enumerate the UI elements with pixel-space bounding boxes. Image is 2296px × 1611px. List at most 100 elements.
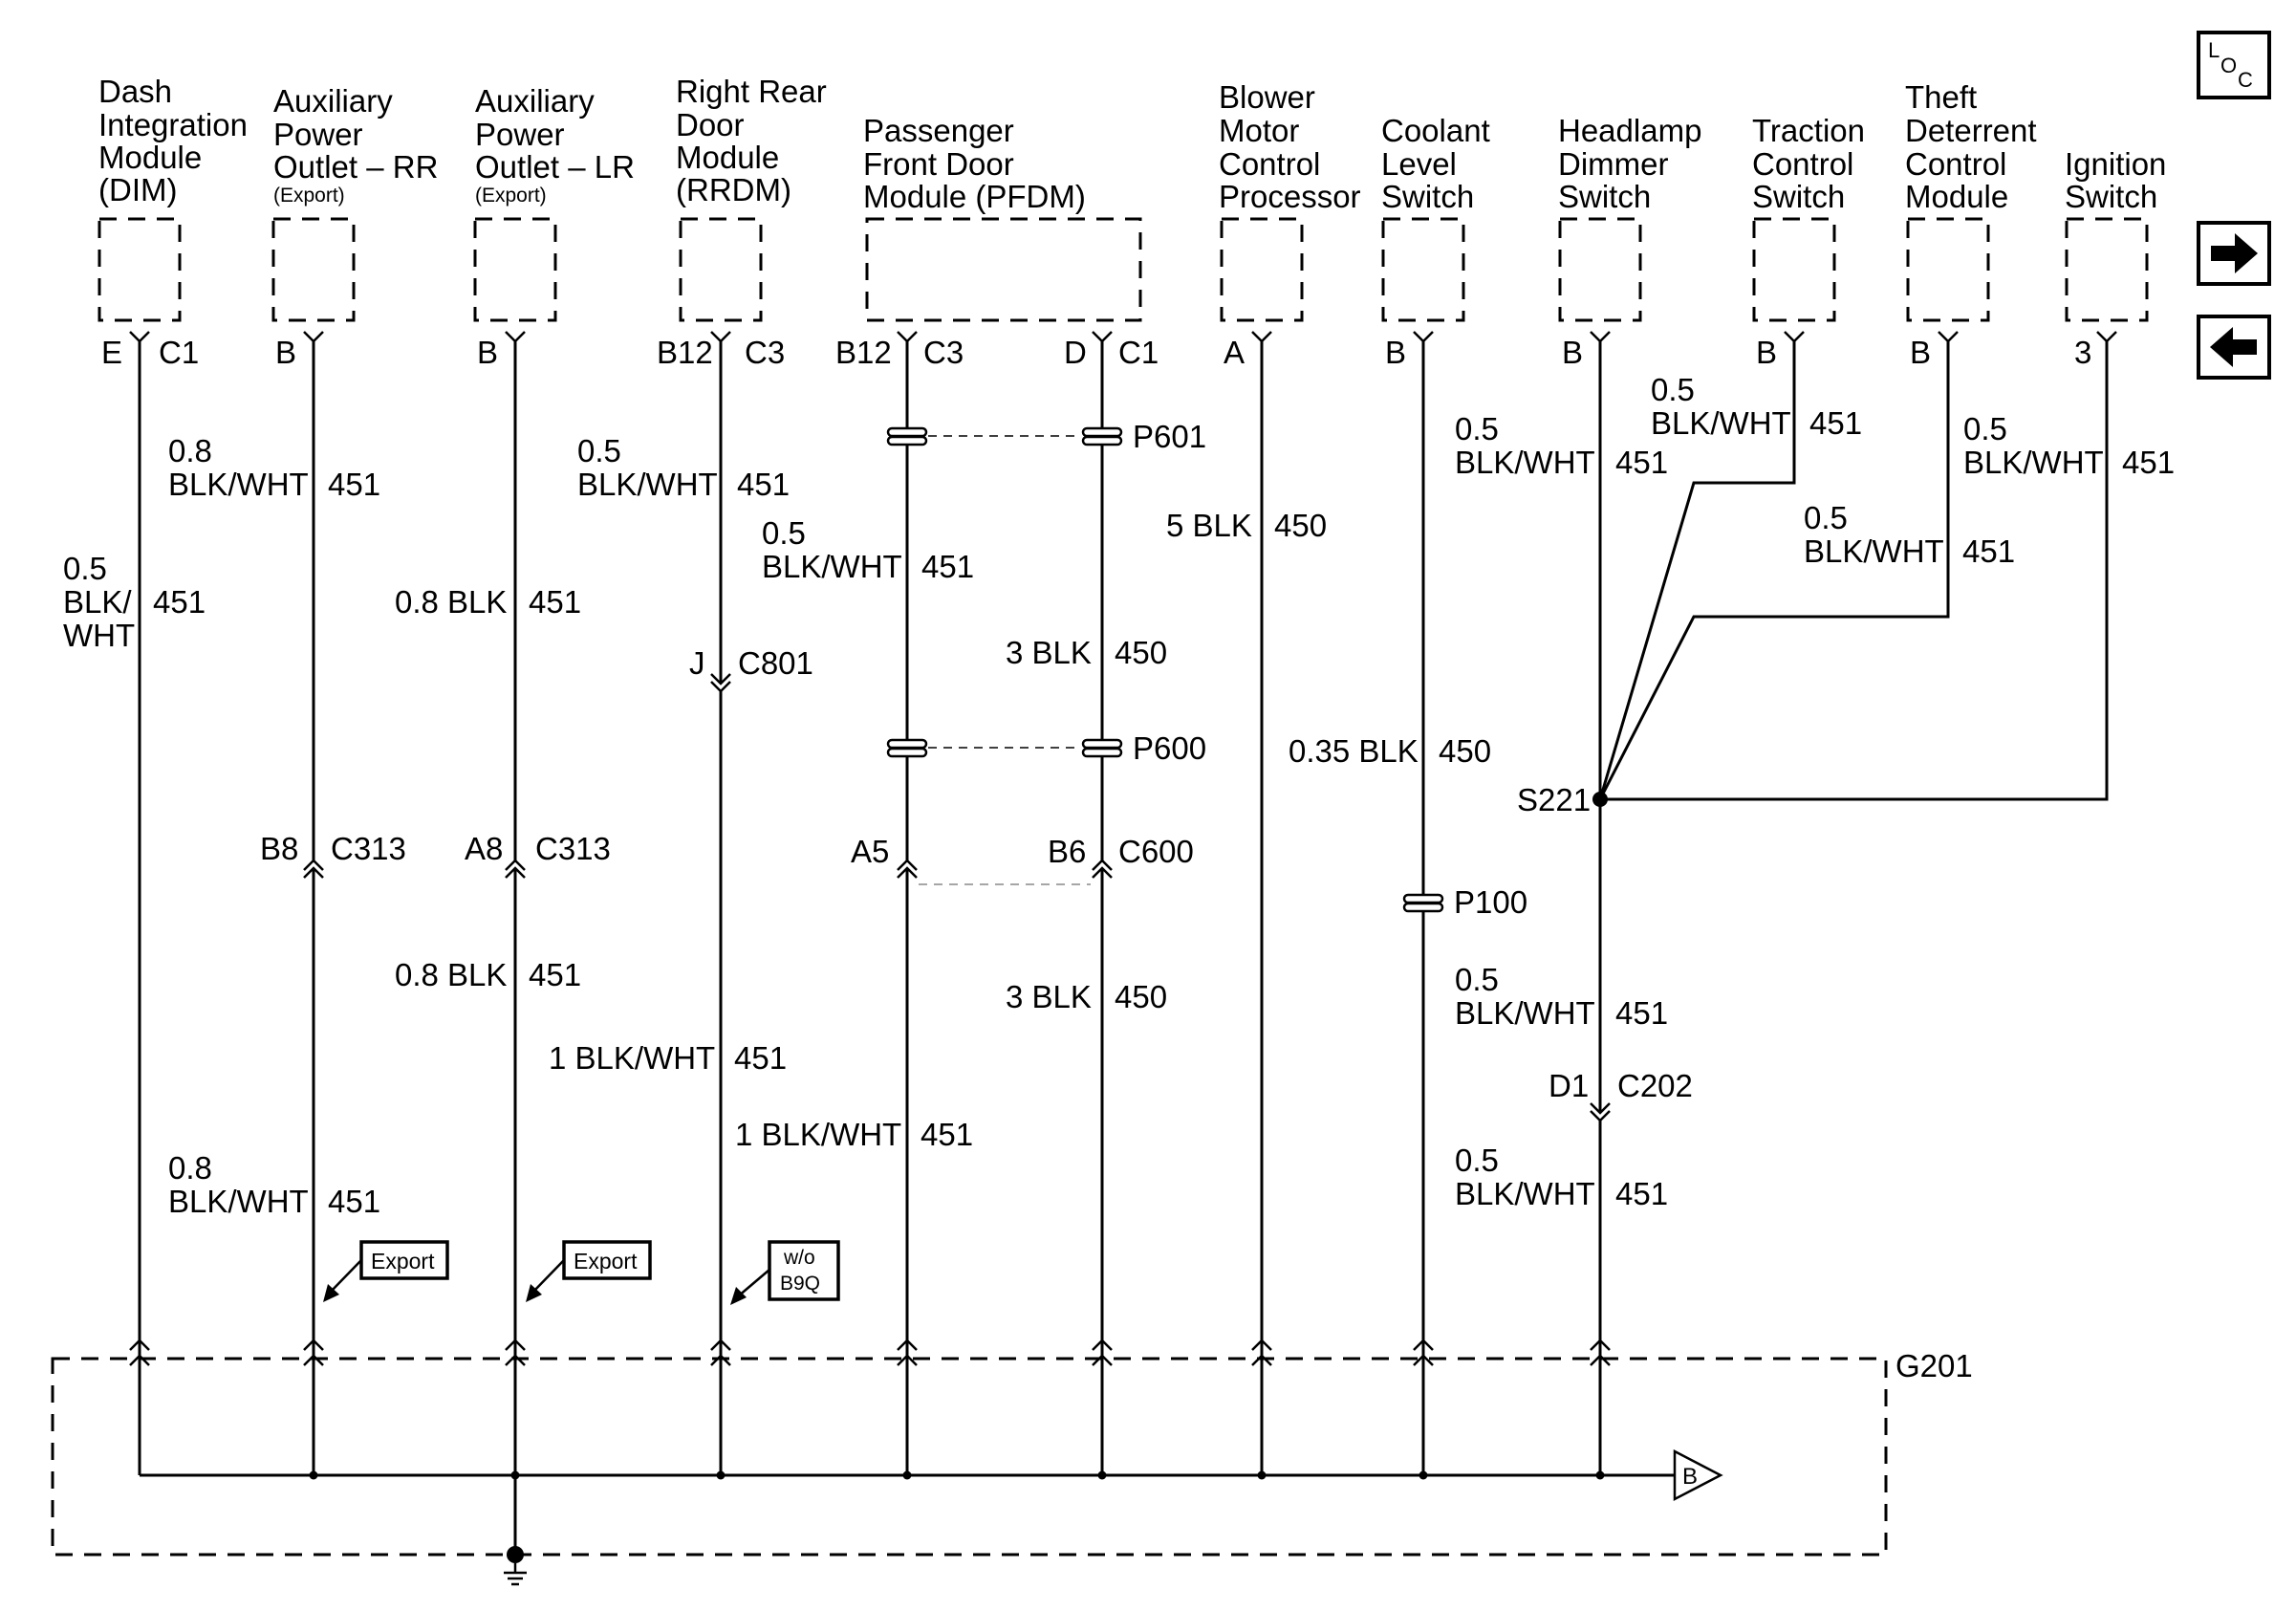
- option-export-rr[interactable]: Export: [323, 1240, 449, 1302]
- module-box-apo-rr[interactable]: [271, 217, 356, 322]
- module-box-apo-lr[interactable]: [473, 217, 557, 322]
- pin-label: B: [1385, 335, 1406, 370]
- connector-c313-lr[interactable]: [505, 859, 526, 879]
- module-box-theft[interactable]: [1906, 217, 1990, 322]
- module-label-line: Theft: [1905, 79, 1977, 115]
- offpage-connector-b[interactable]: B: [1673, 1448, 1723, 1502]
- option-label: Export: [574, 1249, 638, 1274]
- pin-symbol: [897, 331, 918, 343]
- module-label-line: Front Door: [863, 146, 1014, 182]
- wire-color: BLK/WHT: [168, 1184, 309, 1219]
- connector-label: C313: [331, 831, 406, 866]
- next-page-button[interactable]: [2197, 221, 2271, 286]
- module-label-line: Door: [676, 107, 745, 142]
- grommet-label: P100: [1454, 884, 1527, 920]
- connector-c600[interactable]: [897, 859, 1113, 879]
- option-label: B9Q: [780, 1273, 820, 1295]
- pin-label: B6: [1048, 834, 1086, 869]
- wire-label: 0.8 BLK: [395, 957, 507, 992]
- grommet-p600[interactable]: [886, 738, 1123, 758]
- module-label-line: Motor: [1219, 113, 1299, 148]
- wire-circuit: 451: [1615, 1176, 1668, 1211]
- pin-symbol: [710, 331, 731, 343]
- pin-symbol: [1784, 331, 1805, 343]
- wire-circuit: 451: [328, 1184, 380, 1219]
- wire-circuit: 450: [1115, 979, 1167, 1014]
- connector-label: C3: [923, 335, 964, 370]
- module-label-line: Outlet – LR: [475, 149, 635, 185]
- grommet-p100[interactable]: [1402, 893, 1444, 913]
- pin-label: D: [1064, 335, 1087, 370]
- connector-label: C3: [745, 335, 785, 370]
- wire-color: WHT: [63, 618, 135, 653]
- pin-symbol: [1092, 331, 1113, 343]
- module-label-line: Control: [1752, 146, 1853, 182]
- module-label-line: Passenger: [863, 113, 1014, 148]
- module-box-headlamp[interactable]: [1558, 217, 1642, 322]
- wire-gauge: 0.5: [1963, 411, 2007, 446]
- wire-color: BLK/WHT: [762, 549, 902, 584]
- wire-label: 3 BLK: [1006, 635, 1092, 670]
- wire-circuit: 450: [1439, 733, 1491, 769]
- arrow-left-icon: [2210, 327, 2257, 367]
- module-label-line: Switch: [1752, 179, 1845, 214]
- module-headlamp-label: Headlamp Dimmer Switch: [1558, 113, 1701, 214]
- wire-label: 1 BLK/WHT: [549, 1040, 715, 1076]
- module-label-line: Power: [273, 117, 363, 152]
- wire-color: BLK/WHT: [577, 467, 718, 502]
- connector-c313-rr[interactable]: [303, 859, 324, 879]
- module-box-ignition[interactable]: [2065, 217, 2149, 322]
- module-label-line: Headlamp: [1558, 113, 1701, 148]
- module-label-line: Module: [1905, 179, 2008, 214]
- pin-label: B: [1756, 335, 1777, 370]
- module-label-line: Right Rear: [676, 74, 827, 109]
- wire-theft[interactable]: [1598, 341, 1950, 800]
- module-label-line: Module: [98, 140, 202, 175]
- module-label-line: Control: [1905, 146, 2006, 182]
- previous-page-button[interactable]: [2197, 315, 2271, 380]
- module-label-line: Switch: [1381, 179, 1474, 214]
- wire-label: 1 BLK/WHT: [735, 1117, 901, 1152]
- connector-c801[interactable]: [710, 673, 731, 693]
- pin-label: B12: [835, 335, 892, 370]
- option-wo-b9q[interactable]: w/o B9Q: [730, 1240, 840, 1305]
- module-label-line: Deterrent: [1905, 113, 2037, 148]
- splice-s221[interactable]: [1592, 792, 1608, 807]
- module-label-line: Integration: [98, 107, 248, 142]
- wire-gauge: 0.5: [577, 433, 621, 468]
- pin-label: B: [275, 335, 296, 370]
- module-box-coolant[interactable]: [1381, 217, 1465, 322]
- module-box-pfdm[interactable]: [865, 217, 1142, 322]
- pin-label: B12: [657, 335, 713, 370]
- wire-circuit: 451: [921, 549, 974, 584]
- wire-label: 3 BLK: [1006, 979, 1092, 1014]
- module-label-line: Auxiliary: [273, 83, 393, 119]
- wire-label: 0.8 BLK: [395, 584, 507, 620]
- wire-ignition[interactable]: [1600, 341, 2109, 801]
- module-label-line: Traction: [1752, 113, 1865, 148]
- wire-circuit: 451: [734, 1040, 787, 1076]
- pin-symbol: [1413, 331, 1434, 343]
- wire-color: BLK/WHT: [1963, 445, 2104, 480]
- module-box-rrdm[interactable]: [679, 217, 763, 322]
- pin-label: D1: [1549, 1068, 1589, 1103]
- pin-label: A: [1224, 335, 1245, 370]
- wire-circuit: 451: [1962, 533, 2015, 569]
- wire-circuit: 450: [1274, 508, 1327, 543]
- module-label-line: Module (PFDM): [863, 179, 1086, 214]
- connector-c202[interactable]: [1590, 1102, 1611, 1122]
- module-theft-label: Theft Deterrent Control Module: [1905, 79, 2037, 214]
- wire-traction[interactable]: [1598, 341, 1796, 800]
- loc-button[interactable]: L O C: [2197, 31, 2271, 99]
- option-export-lr[interactable]: Export: [526, 1240, 652, 1302]
- grommet-p601[interactable]: [886, 426, 1123, 446]
- module-box-traction[interactable]: [1752, 217, 1836, 322]
- wire-label: 0.35 BLK: [1289, 733, 1419, 769]
- module-label-line: Blower: [1219, 79, 1315, 115]
- offpage-label: B: [1682, 1464, 1698, 1490]
- connector-label: C801: [738, 645, 813, 681]
- pin-label: A8: [465, 831, 503, 866]
- module-box-dim[interactable]: [97, 217, 182, 322]
- module-box-blower[interactable]: [1220, 217, 1304, 322]
- module-label-line: Control: [1219, 146, 1320, 182]
